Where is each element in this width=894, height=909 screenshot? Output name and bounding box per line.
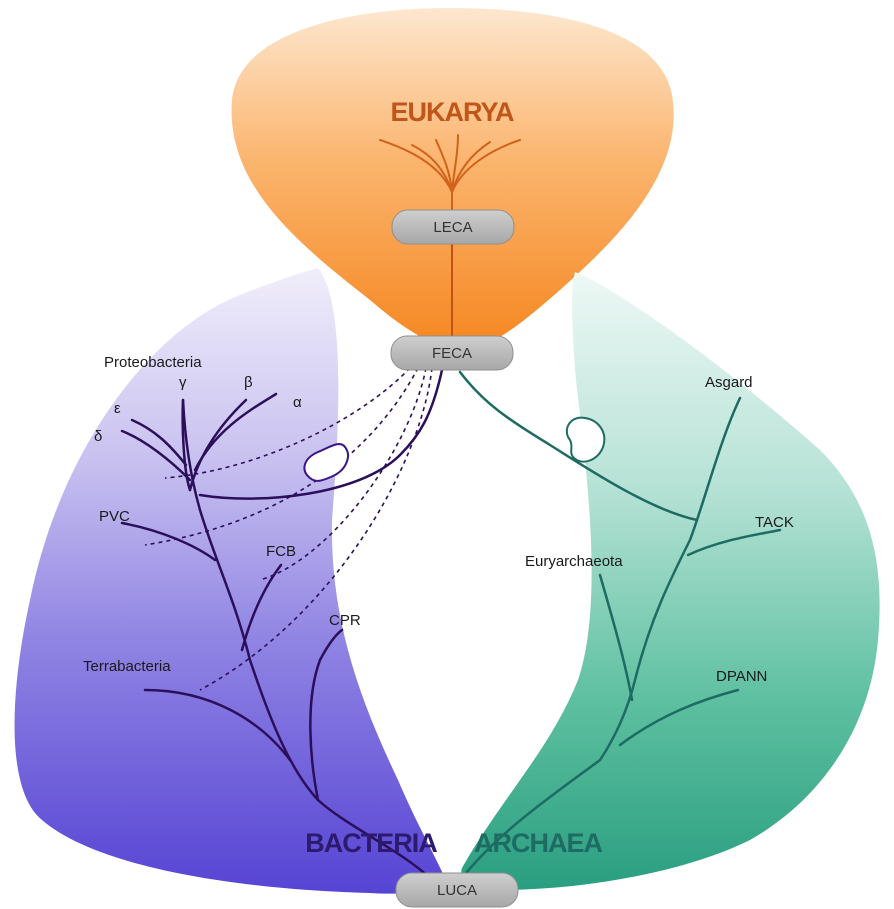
pvc-label: PVC [99,508,130,525]
bacteria-title: BACTERIA [305,828,437,858]
euryarchaeota-label: Euryarchaeota [525,553,623,570]
archaea-branches [458,370,782,880]
hgt-dashed-lines [144,367,433,691]
terrabacteria-label: Terrabacteria [83,658,171,675]
asgard-label: Asgard [705,374,753,391]
feca-label: FECA [432,345,472,362]
luca-label: LUCA [437,882,477,899]
eukarya-title: EUKARYA [390,97,514,127]
luca-node: LUCA [395,872,519,908]
eukarya-branches [379,134,521,216]
delta-label: δ [94,428,102,445]
tack-label: TACK [755,514,794,531]
archaea-title: ARCHAEA [474,828,603,858]
mitochondrion-icon [303,443,349,482]
alpha-label: α [293,394,302,411]
feca-node: FECA [390,335,514,371]
fcb-label: FCB [266,543,296,560]
gamma-label: γ [179,374,187,391]
archaeon-symbiont-icon [565,416,606,463]
bacteria-region [14,268,445,894]
dpann-label: DPANN [716,668,767,685]
epsilon-label: ε [114,400,121,417]
beta-label: β [244,374,253,391]
leca-label: LECA [433,219,472,236]
leca-node: LECA [391,209,515,245]
proteobacteria-label: Proteobacteria [104,354,202,371]
cpr-label: CPR [329,612,361,629]
